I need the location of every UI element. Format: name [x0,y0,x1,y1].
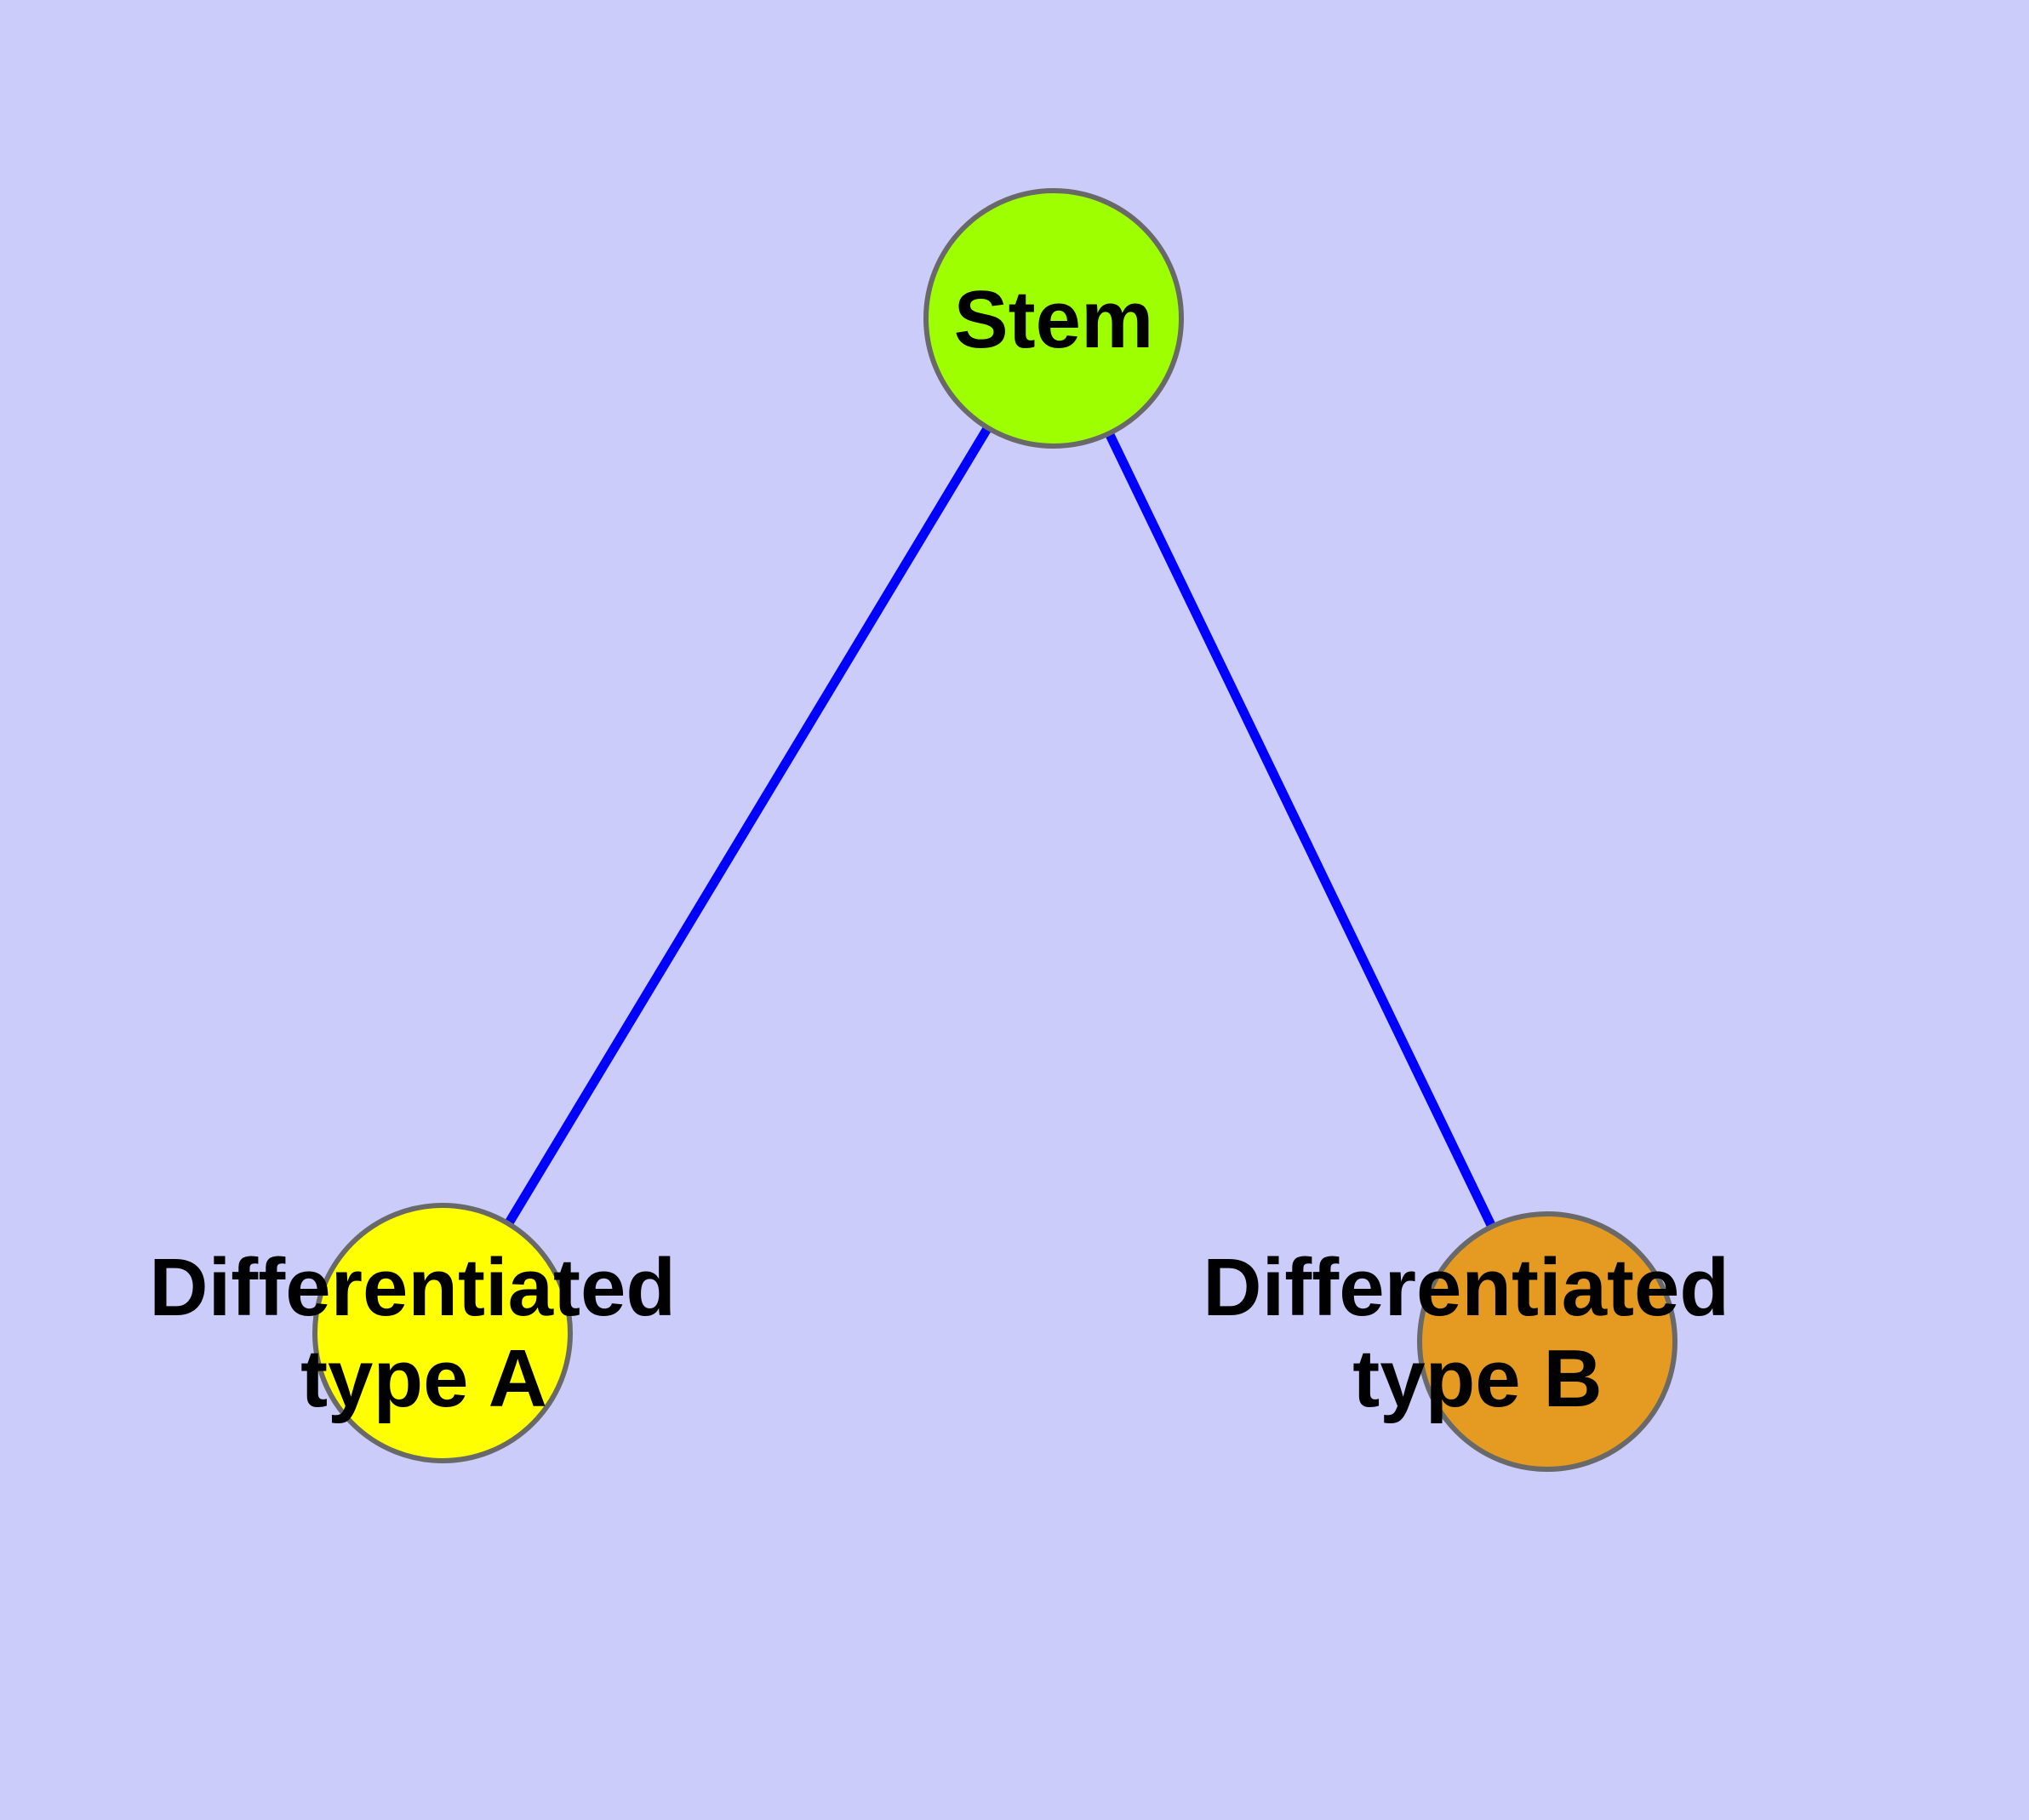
edge-layer [504,425,1496,1229]
node-differentiated-type-b-label-line2: type B [1352,1333,1602,1424]
node-differentiated-type-a-label-line1: Differentiated [149,1242,676,1333]
node-differentiated-type-a-label: Differentiated type A [149,1242,698,1424]
node-layer [312,188,1677,1472]
node-differentiated-type-a-label-line2: type A [300,1333,547,1424]
edge-stem-to-differentiated-type-b[interactable] [1105,431,1496,1229]
node-differentiated-type-b-circle[interactable] [1417,1211,1677,1472]
label-layer: Stem Differentiated type A Differentiate… [149,274,1752,1424]
node-differentiated-type-b-label: Differentiated type B [1203,1242,1752,1424]
node-differentiated-type-a-circle[interactable] [312,1203,573,1463]
node-stem-label: Stem [954,274,1154,365]
node-stem-circle[interactable] [923,188,1184,449]
node-differentiated-type-b-label-line1: Differentiated [1203,1242,1729,1333]
edge-stem-to-differentiated-type-a[interactable] [504,425,992,1227]
